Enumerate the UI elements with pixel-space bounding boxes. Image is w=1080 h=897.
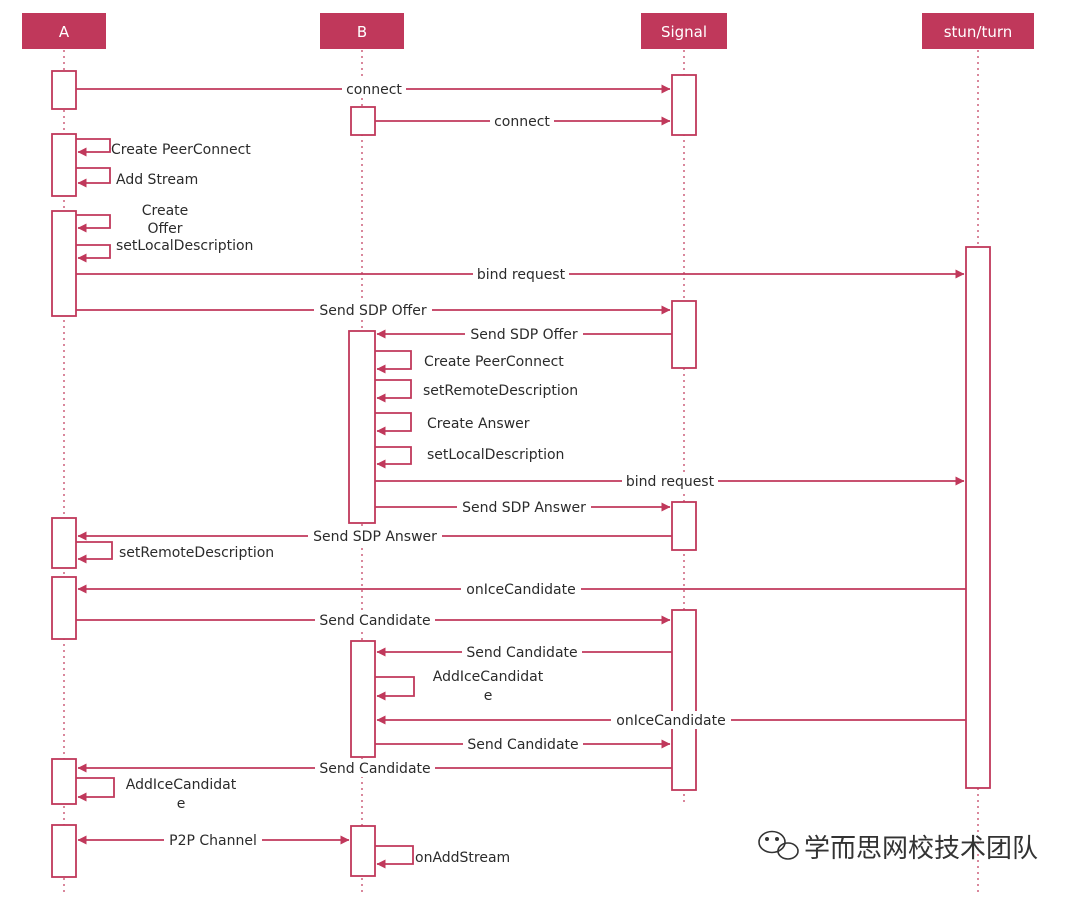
participant-stun-turn-label: stun/turn [944, 23, 1013, 41]
arrow-self-create-offer-a [76, 214, 111, 233]
label-setremotedescription-b: setRemoteDescription [423, 383, 578, 399]
activation-signal-1 [671, 74, 697, 136]
label-create-offer-line2: Offer [147, 221, 182, 237]
arrow-self-onaddstream-b [375, 845, 414, 869]
participant-stun-turn-box [922, 13, 1034, 49]
watermark: 学而思网校技术团队 [758, 830, 1038, 864]
arrow-self-create-peerconnect-b [375, 350, 412, 374]
label-send-candidate-4: Send Candidate [319, 761, 430, 777]
arrow-self-create-answer-b [375, 412, 412, 436]
activation-a-6 [51, 758, 77, 805]
activation-b-4 [350, 825, 376, 877]
participant-headers: A B Signal stun/turn [22, 13, 1034, 49]
activation-signal-3 [671, 501, 697, 551]
arrow-self-addicecandidate-a [76, 777, 115, 802]
activation-a-1 [51, 70, 77, 110]
activation-b-3 [350, 640, 376, 758]
activation-a-7 [51, 824, 77, 878]
participant-signal-label: Signal [661, 23, 707, 41]
activations [51, 70, 991, 878]
label-create-peerconnect-a: Create PeerConnect [111, 142, 251, 158]
participant-b-box [320, 13, 404, 49]
label-addicecandidate-a-line1: AddIceCandidat [126, 777, 237, 793]
arrow-self-create-peerconnect-a [76, 138, 111, 157]
activation-a-4 [51, 517, 77, 569]
label-onicecandidate-2: onIceCandidate [616, 713, 725, 729]
message-labels: connect connect bind request Send SDP Of… [111, 80, 731, 866]
arrow-self-addicecandidate-b [375, 676, 415, 701]
label-send-sdp-offer-2: Send SDP Offer [470, 327, 578, 343]
label-connect-1: connect [346, 82, 402, 98]
label-bind-request-2: bind request [626, 474, 715, 490]
wechat-icon [758, 830, 799, 860]
arrow-self-setremotedescription-b [375, 379, 412, 403]
arrow-self-add-stream-a [76, 167, 111, 188]
label-p2p-channel: P2P Channel [169, 833, 257, 849]
activation-a-3 [51, 210, 77, 317]
arrow-self-setremotedescription-a [76, 541, 113, 564]
label-setlocaldescription-b: setLocalDescription [427, 447, 564, 463]
activation-a-2 [51, 133, 77, 197]
label-send-candidate-1: Send Candidate [319, 613, 430, 629]
participant-a-box [22, 13, 106, 49]
label-onicecandidate-1: onIceCandidate [466, 582, 575, 598]
label-addicecandidate-b-line2: e [484, 688, 493, 704]
label-create-peerconnect-b: Create PeerConnect [424, 354, 564, 370]
label-bind-request-1: bind request [477, 267, 566, 283]
label-send-sdp-offer-1: Send SDP Offer [319, 303, 427, 319]
label-send-candidate-3: Send Candidate [467, 737, 578, 753]
lifelines [63, 50, 979, 893]
activation-b-2 [348, 330, 376, 524]
participant-signal-box [641, 13, 727, 49]
label-setlocaldescription-a: setLocalDescription [116, 238, 253, 254]
activation-signal-4 [671, 609, 697, 791]
label-add-stream-a: Add Stream [116, 172, 198, 188]
label-connect-2: connect [494, 114, 550, 130]
participant-b-label: B [357, 23, 367, 41]
participant-a-label: A [59, 23, 70, 41]
label-setremotedescription-a: setRemoteDescription [119, 545, 274, 561]
arrow-self-setlocaldescription-a [76, 244, 111, 263]
arrow-self-setlocaldescription-b [375, 446, 412, 469]
activation-signal-2 [671, 300, 697, 369]
activation-a-5 [51, 576, 77, 640]
label-send-candidate-2: Send Candidate [466, 645, 577, 661]
activation-stun-turn-1 [965, 246, 991, 789]
label-send-sdp-answer-2: Send SDP Answer [313, 529, 437, 545]
label-addicecandidate-a-line2: e [177, 796, 186, 812]
activation-b-1 [350, 106, 376, 136]
label-create-offer-line1: Create [142, 203, 189, 219]
label-create-answer-b: Create Answer [427, 416, 530, 432]
watermark-text: 学而思网校技术团队 [804, 834, 1038, 864]
label-addicecandidate-b-line1: AddIceCandidat [433, 669, 544, 685]
label-onaddstream-b: onAddStream [415, 850, 510, 866]
label-send-sdp-answer-1: Send SDP Answer [462, 500, 586, 516]
